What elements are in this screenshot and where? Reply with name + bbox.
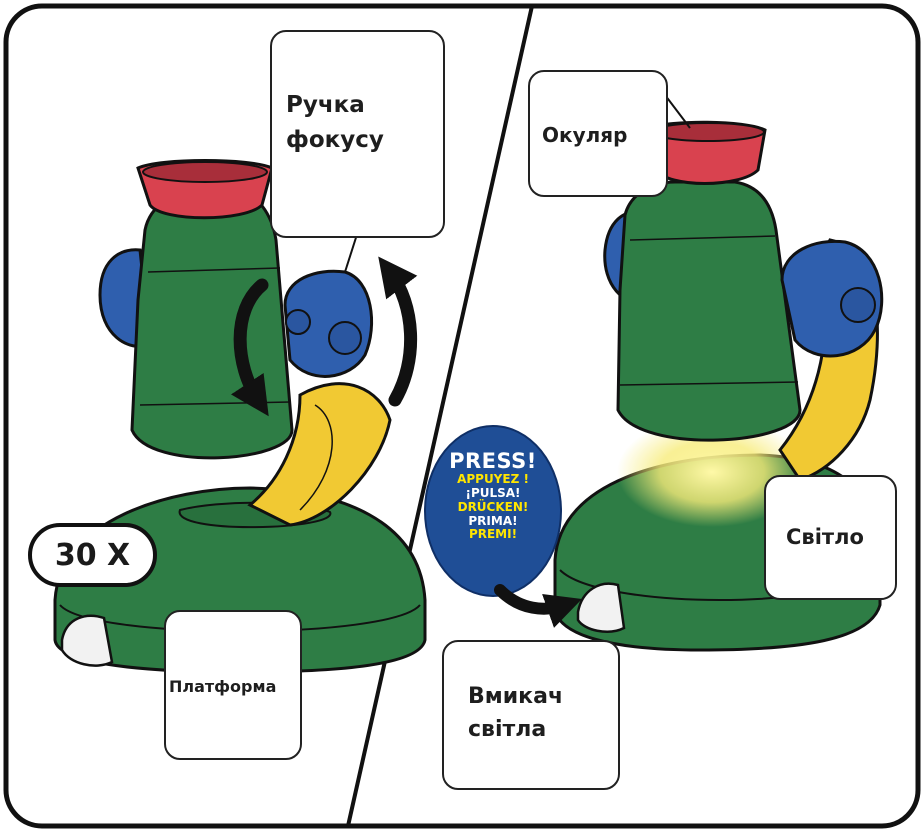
press-bubble-text: PRESS! APPUYEZ ! ¡PULSA! DRÜCKEN! PRIMA!… — [428, 449, 558, 542]
press-line-1: APPUYEZ ! — [428, 473, 558, 487]
left-switch — [62, 616, 112, 666]
press-line-3: DRÜCKEN! — [428, 501, 558, 515]
press-line-5: PREMI! — [428, 528, 558, 542]
left-body — [132, 188, 292, 458]
platform-label: Платформа — [169, 675, 276, 699]
eyepiece-label: Окуляр — [542, 120, 627, 150]
press-line-4: PRIMA! — [428, 515, 558, 529]
magnification-badge: 30 X — [30, 525, 155, 585]
light-label: Світло — [786, 522, 864, 554]
focus-knob-label: Ручка фокусу — [286, 88, 384, 157]
press-main-label: PRESS! — [428, 449, 558, 473]
right-body — [618, 182, 800, 440]
light-switch-label: Вмикач світла — [468, 680, 563, 746]
press-line-2: ¡PULSA! — [428, 487, 558, 501]
